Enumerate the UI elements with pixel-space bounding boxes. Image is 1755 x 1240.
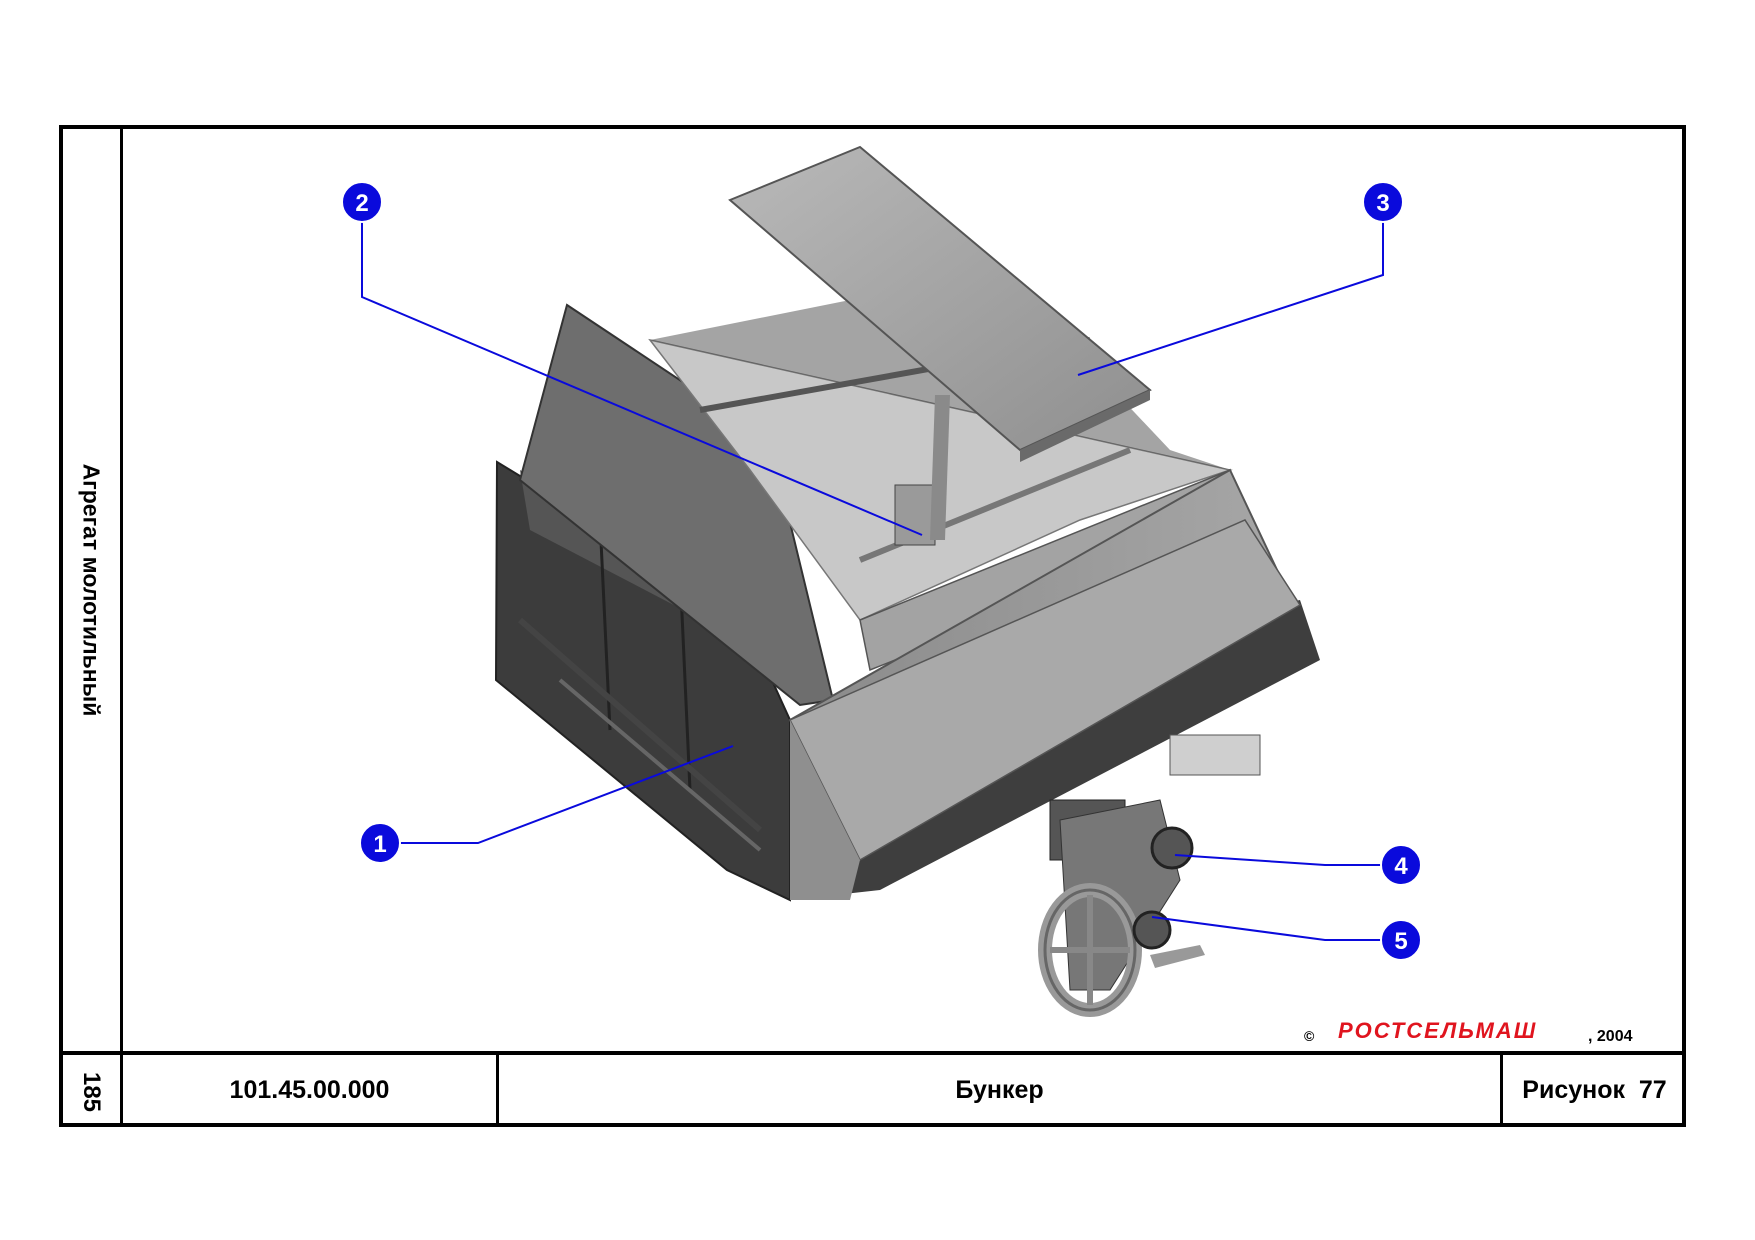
page-number-text: 185 bbox=[78, 1071, 105, 1113]
callout-3-label: 3 bbox=[1376, 190, 1389, 217]
title-block bbox=[59, 1051, 1686, 1127]
callout-5-label: 5 bbox=[1394, 928, 1407, 955]
title-block-divider bbox=[496, 1051, 499, 1127]
side-column bbox=[59, 125, 123, 1127]
callout-4-label: 4 bbox=[1394, 853, 1408, 880]
copyright-year: , 2004 bbox=[1588, 1028, 1633, 1045]
leader-3 bbox=[1077, 202, 1384, 376]
callout-1: 1 bbox=[359, 822, 401, 864]
callout-2-label: 2 bbox=[355, 190, 368, 217]
callout-3: 3 bbox=[1362, 181, 1404, 223]
copyright-symbol: © bbox=[1304, 1028, 1315, 1044]
brand-logo-text: РОСТСЕЛЬМАШ bbox=[1338, 1018, 1538, 1043]
callout-5: 5 bbox=[1380, 919, 1422, 961]
callout-leaders bbox=[361, 202, 1401, 941]
callout-1-label: 1 bbox=[373, 831, 386, 858]
leader-1 bbox=[398, 745, 734, 844]
drive-mechanism bbox=[518, 617, 1261, 1017]
leader-4 bbox=[1174, 854, 1401, 866]
figure-label: Рисунок 77 bbox=[1522, 1076, 1667, 1104]
leader-2 bbox=[361, 202, 923, 536]
part-number: 101.45.00.000 bbox=[229, 1076, 390, 1104]
callout-4: 4 bbox=[1380, 844, 1422, 886]
figure-caption: Бункер bbox=[955, 1076, 1044, 1104]
bunker-body bbox=[494, 270, 1320, 902]
title-block-divider bbox=[1500, 1051, 1503, 1127]
leader-5 bbox=[1151, 916, 1401, 941]
drawing-frame bbox=[59, 125, 1686, 1127]
callout-2: 2 bbox=[341, 181, 383, 223]
top-lid bbox=[728, 145, 1152, 462]
